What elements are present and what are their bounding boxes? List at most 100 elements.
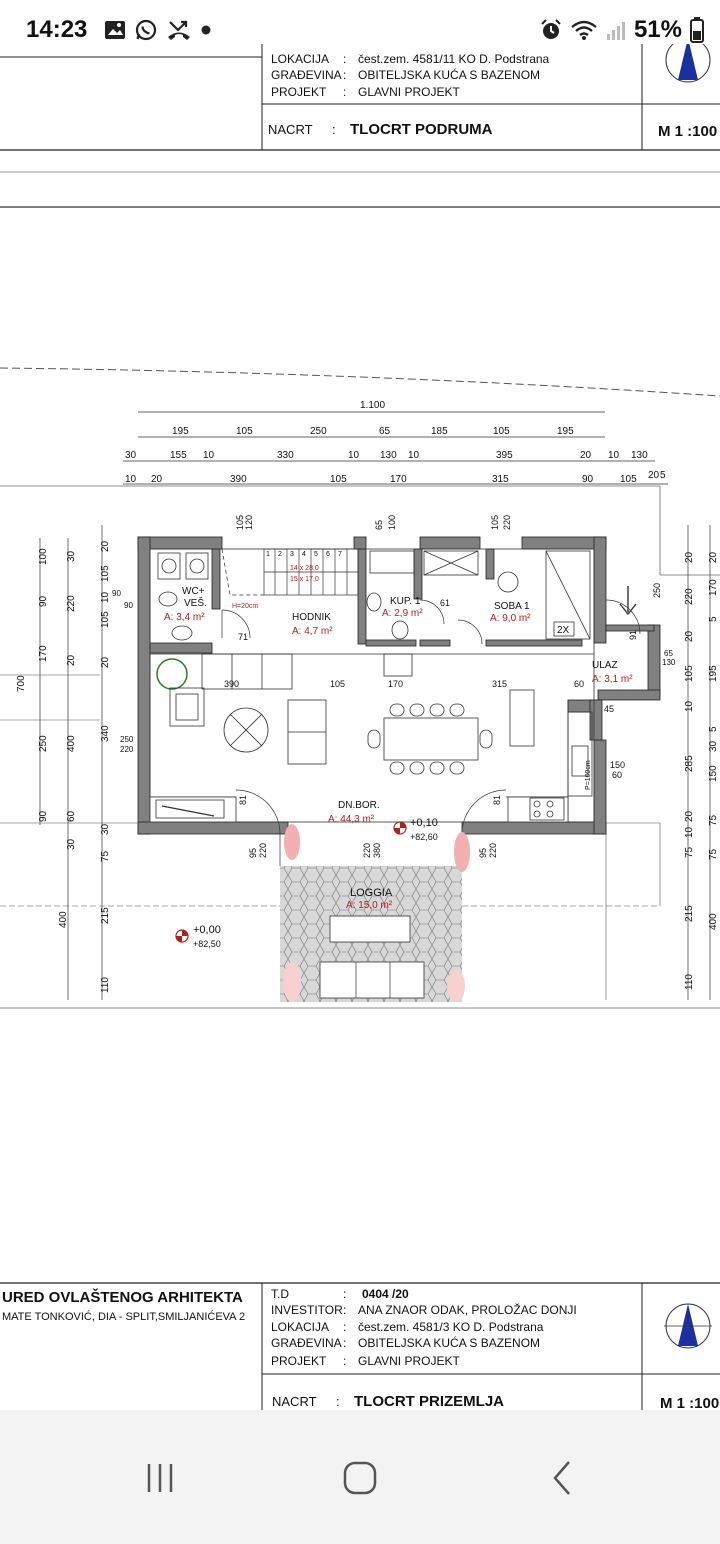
bath-toilet xyxy=(391,620,409,640)
svg-text:195: 195 xyxy=(557,426,574,437)
svg-text:215: 215 xyxy=(684,905,695,922)
svg-text:130: 130 xyxy=(631,450,648,461)
svg-text:220: 220 xyxy=(684,588,695,605)
svg-text:120: 120 xyxy=(244,515,254,530)
top-nacrt-value: TLOCRT PODRUMA xyxy=(350,121,493,138)
home-button[interactable] xyxy=(330,1458,390,1498)
svg-text:45: 45 xyxy=(604,704,614,714)
svg-text::: : xyxy=(343,1354,346,1368)
svg-text:105: 105 xyxy=(100,565,111,582)
svg-text:81: 81 xyxy=(492,795,502,805)
svg-text:10: 10 xyxy=(684,700,695,712)
bottom-gradevina-label: GRAĐEVINA xyxy=(271,1336,342,1350)
plant-icon xyxy=(156,658,188,690)
svg-text:1: 1 xyxy=(266,551,270,558)
bottom-gradevina-value: OBITELJSKA KUĆA S BAZENOM xyxy=(358,1335,540,1350)
svg-text:170: 170 xyxy=(38,645,49,662)
svg-text:10: 10 xyxy=(608,450,620,461)
recents-button[interactable] xyxy=(130,1458,190,1498)
svg-text:60: 60 xyxy=(574,679,584,689)
back-button[interactable] xyxy=(532,1458,592,1498)
svg-text:285: 285 xyxy=(684,755,695,772)
whatsapp-icon xyxy=(135,19,157,41)
dot-icon xyxy=(201,25,211,35)
inner-dimensions: 390 105 170 315 60 71 61 91 81 81 95 220… xyxy=(224,515,662,858)
staircase xyxy=(221,548,359,596)
svg-text::: : xyxy=(332,122,336,137)
battery-icon xyxy=(690,17,704,43)
svg-text:110: 110 xyxy=(100,977,111,993)
room-ulaz-area: A: 3,1 m² xyxy=(592,674,633,685)
svg-text:390: 390 xyxy=(224,679,239,689)
svg-text:20: 20 xyxy=(648,470,660,481)
desk xyxy=(155,799,225,819)
svg-text::: : xyxy=(343,1303,346,1317)
svg-text:90: 90 xyxy=(38,810,49,822)
p-label: P=100cm xyxy=(585,760,592,790)
svg-text:170: 170 xyxy=(388,679,403,689)
entrance-arrow-icon xyxy=(619,586,637,616)
svg-text:20: 20 xyxy=(100,540,111,552)
svg-text:170: 170 xyxy=(390,474,407,485)
svg-text:10: 10 xyxy=(203,450,215,461)
furniture xyxy=(155,550,593,821)
investitor-value: ANA ZNAOR ODAK, PROLOŽAC DONJI xyxy=(358,1302,577,1317)
svg-text::: : xyxy=(343,85,346,99)
bottom-projekt-label: PROJEKT xyxy=(271,1354,327,1368)
svg-text:5: 5 xyxy=(708,616,719,622)
svg-text:400: 400 xyxy=(66,735,77,752)
svg-text:10: 10 xyxy=(408,450,420,461)
svg-text:250: 250 xyxy=(120,735,134,744)
svg-text:4: 4 xyxy=(302,551,306,558)
north-arrow-icon xyxy=(664,1303,712,1349)
svg-text:91: 91 xyxy=(628,630,638,640)
top-projekt-label: PROJEKT xyxy=(271,85,327,99)
signal-icon xyxy=(606,22,625,40)
svg-text:+0,00: +0,00 xyxy=(193,924,221,936)
svg-text:30: 30 xyxy=(66,550,77,562)
soba-chair xyxy=(497,571,519,593)
bed xyxy=(545,550,591,640)
bottom-lokacija-value: čest.zem. 4581/3 KO D. Podstrana xyxy=(358,1320,544,1334)
top-nacrt-label: NACRT xyxy=(268,122,313,137)
svg-text:315: 315 xyxy=(492,474,509,485)
top-scale: M 1 :100 xyxy=(658,123,717,140)
dryer xyxy=(185,552,209,580)
svg-text:10: 10 xyxy=(348,450,360,461)
svg-text:220: 220 xyxy=(362,843,372,858)
td-label: T.D xyxy=(271,1287,289,1301)
svg-text:195: 195 xyxy=(708,665,719,682)
svg-text:20: 20 xyxy=(580,450,592,461)
bed-label: 2X xyxy=(557,625,570,636)
svg-text:30: 30 xyxy=(100,823,111,835)
washing-machine xyxy=(157,552,181,580)
dimension-text: 1.100 195 105 250 65 185 105 195 30 155 … xyxy=(125,400,666,485)
kitchen-island xyxy=(509,689,535,747)
svg-text:395: 395 xyxy=(496,450,513,461)
stairs-label-2: 15 x 17,0 xyxy=(290,576,319,583)
svg-text:95: 95 xyxy=(478,848,488,858)
round-table xyxy=(223,707,269,753)
svg-text:110: 110 xyxy=(684,974,695,990)
battery-percent: 51% xyxy=(633,16,682,43)
wifi-icon xyxy=(571,20,597,40)
svg-text:20: 20 xyxy=(708,551,719,563)
svg-text:155: 155 xyxy=(170,450,187,461)
room-soba-name: SOBA 1 xyxy=(494,601,530,612)
office-title: URED OVLAŠTENOG ARHITEKTA xyxy=(2,1288,243,1306)
svg-text:250: 250 xyxy=(38,735,49,752)
door-swings xyxy=(221,599,641,835)
alarm-icon xyxy=(541,19,561,39)
svg-text:75: 75 xyxy=(100,850,111,862)
svg-text:390: 390 xyxy=(230,474,247,485)
svg-text:105: 105 xyxy=(100,611,111,628)
svg-text:105: 105 xyxy=(620,474,637,485)
svg-text:315: 315 xyxy=(492,679,507,689)
office-subtitle: MATE TONKOVIĆ, DIA - SPLIT,SMILJANIĆEVA … xyxy=(2,1310,245,1323)
svg-text:20: 20 xyxy=(684,630,695,642)
bottom-lokacija-label: LOKACIJA xyxy=(271,1320,329,1334)
room-wc-area: A: 3,4 m² xyxy=(164,612,205,623)
svg-text:20: 20 xyxy=(684,810,695,822)
svg-text:75: 75 xyxy=(684,846,695,858)
room-dnevni-name: DN.BOR. xyxy=(338,800,380,811)
